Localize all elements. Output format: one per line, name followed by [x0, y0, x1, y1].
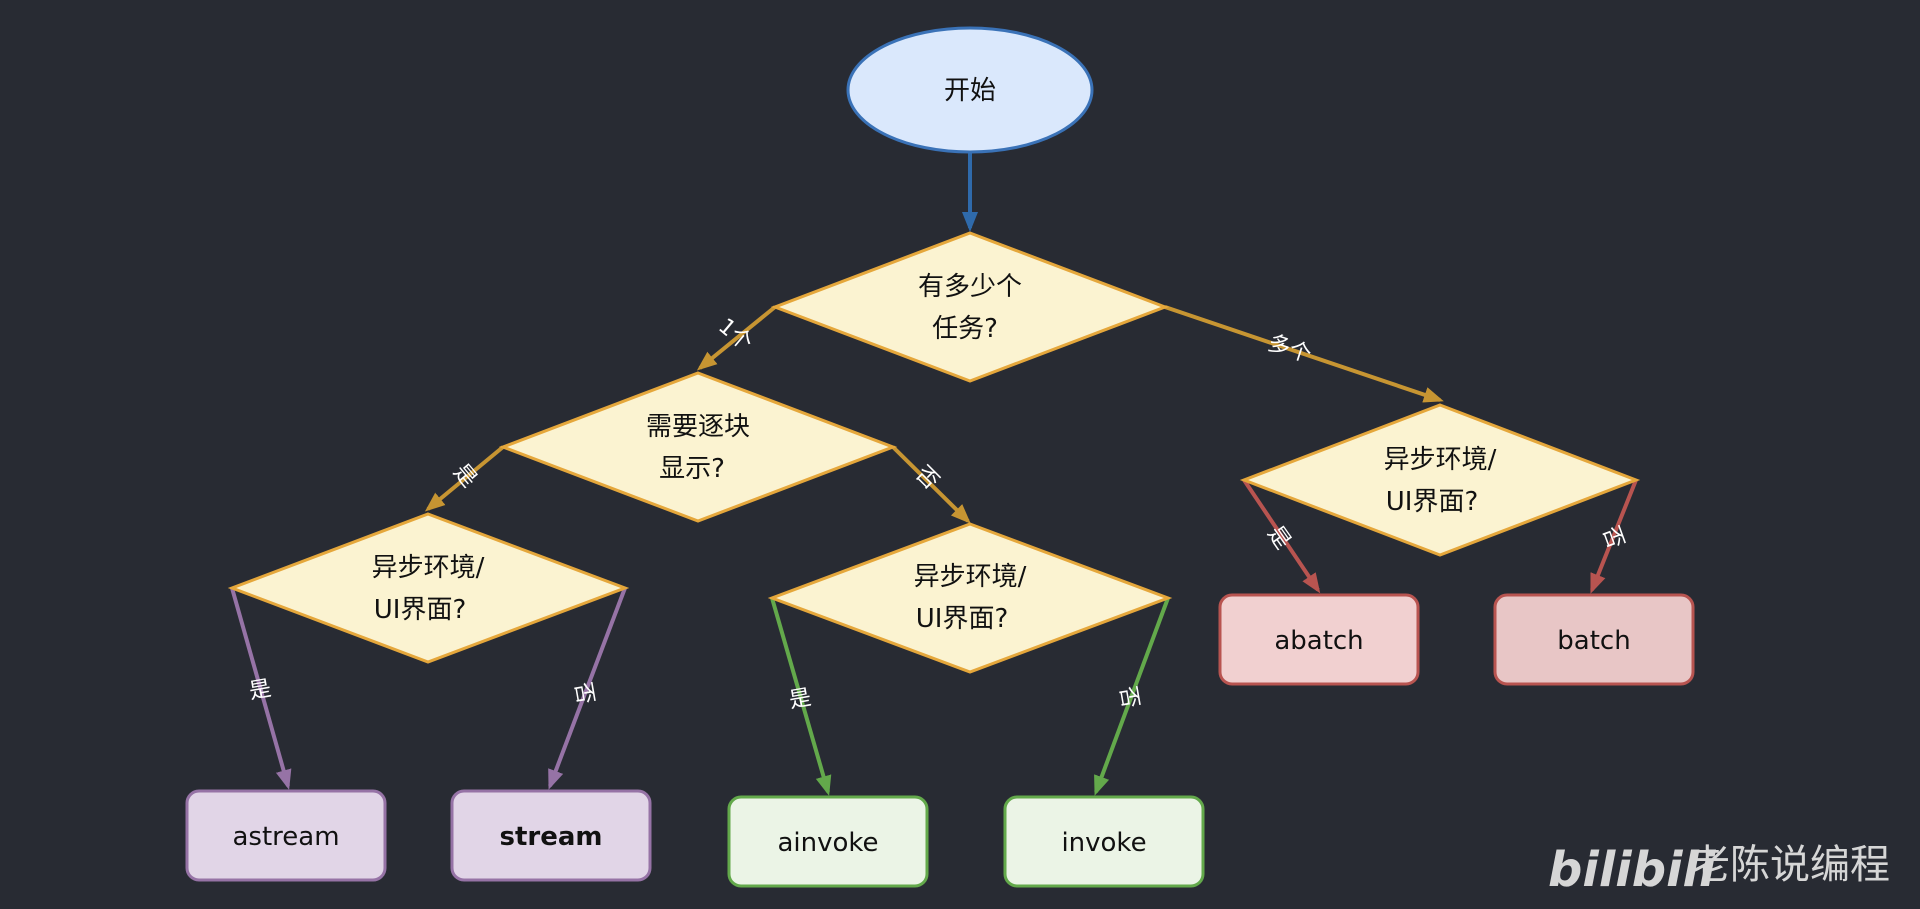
- start-node: 开始: [846, 26, 1094, 154]
- node-astream: astream: [185, 789, 387, 882]
- decision-task-count-line2: 任务?: [932, 314, 998, 344]
- edge-chunk-yes: 是: [424, 445, 505, 512]
- edge-tasks-many: 多个: [1164, 305, 1444, 403]
- decision-async-batch: 异步环境/ UI界面?: [1239, 403, 1641, 557]
- edge-label-batch-no: 否: [1597, 523, 1628, 552]
- edge-label-invoke-no: 否: [1114, 684, 1142, 710]
- edge-invoke-no: 否: [1094, 597, 1170, 796]
- start-label: 开始: [944, 76, 996, 106]
- decision-async-stream-line2: UI界面?: [374, 595, 467, 625]
- decision-async-invoke: 异步环境/ UI界面?: [767, 522, 1173, 674]
- edge-label-stream-no: 否: [569, 680, 597, 706]
- edge-label-ainvoke-yes: 是: [787, 685, 813, 713]
- edge-stream-no: 否: [548, 587, 627, 790]
- edge-label-astream-yes: 是: [247, 676, 273, 704]
- node-abatch: abatch: [1218, 593, 1420, 686]
- decision-async-invoke-line1: 异步环境/: [914, 562, 1027, 592]
- node-ainvoke-label: ainvoke: [777, 828, 878, 858]
- node-stream-label: stream: [500, 822, 603, 852]
- node-astream-label: astream: [232, 822, 339, 852]
- edge-tasks-one: 1个: [696, 305, 777, 371]
- bilibili-logo: bilibili: [1548, 842, 1716, 898]
- node-batch-label: batch: [1557, 626, 1630, 656]
- node-invoke-label: invoke: [1061, 828, 1146, 858]
- decision-async-batch-line2: UI界面?: [1386, 487, 1479, 517]
- decision-chunk-display-line1: 需要逐块: [646, 412, 750, 442]
- node-stream: stream: [450, 789, 652, 882]
- decision-chunk-display-line2: 显示?: [659, 454, 725, 484]
- edge-batch-no: 否: [1590, 479, 1638, 594]
- node-invoke: invoke: [1003, 795, 1205, 888]
- decision-chunk-display: 需要逐块 显示?: [498, 371, 898, 523]
- watermark-author: 老陈说编程: [1690, 842, 1890, 888]
- watermark: bilibili 老陈说编程: [1548, 842, 1890, 898]
- decision-task-count: 有多少个 任务?: [770, 231, 1170, 383]
- node-abatch-label: abatch: [1274, 626, 1363, 656]
- decision-async-batch-line1: 异步环境/: [1384, 445, 1497, 475]
- decision-async-stream-line1: 异步环境/: [372, 553, 485, 583]
- decision-task-count-line1: 有多少个: [918, 272, 1022, 302]
- edge-ainvoke-yes: 是: [770, 597, 832, 796]
- decision-async-invoke-line2: UI界面?: [916, 604, 1009, 634]
- edge-chunk-no: 否: [891, 445, 971, 524]
- node-ainvoke: ainvoke: [727, 795, 929, 888]
- edge-astream-yes: 是: [230, 587, 292, 790]
- node-batch: batch: [1493, 593, 1695, 686]
- edge-label-many: 多个: [1265, 331, 1315, 368]
- decision-async-stream: 异步环境/ UI界面?: [227, 512, 630, 664]
